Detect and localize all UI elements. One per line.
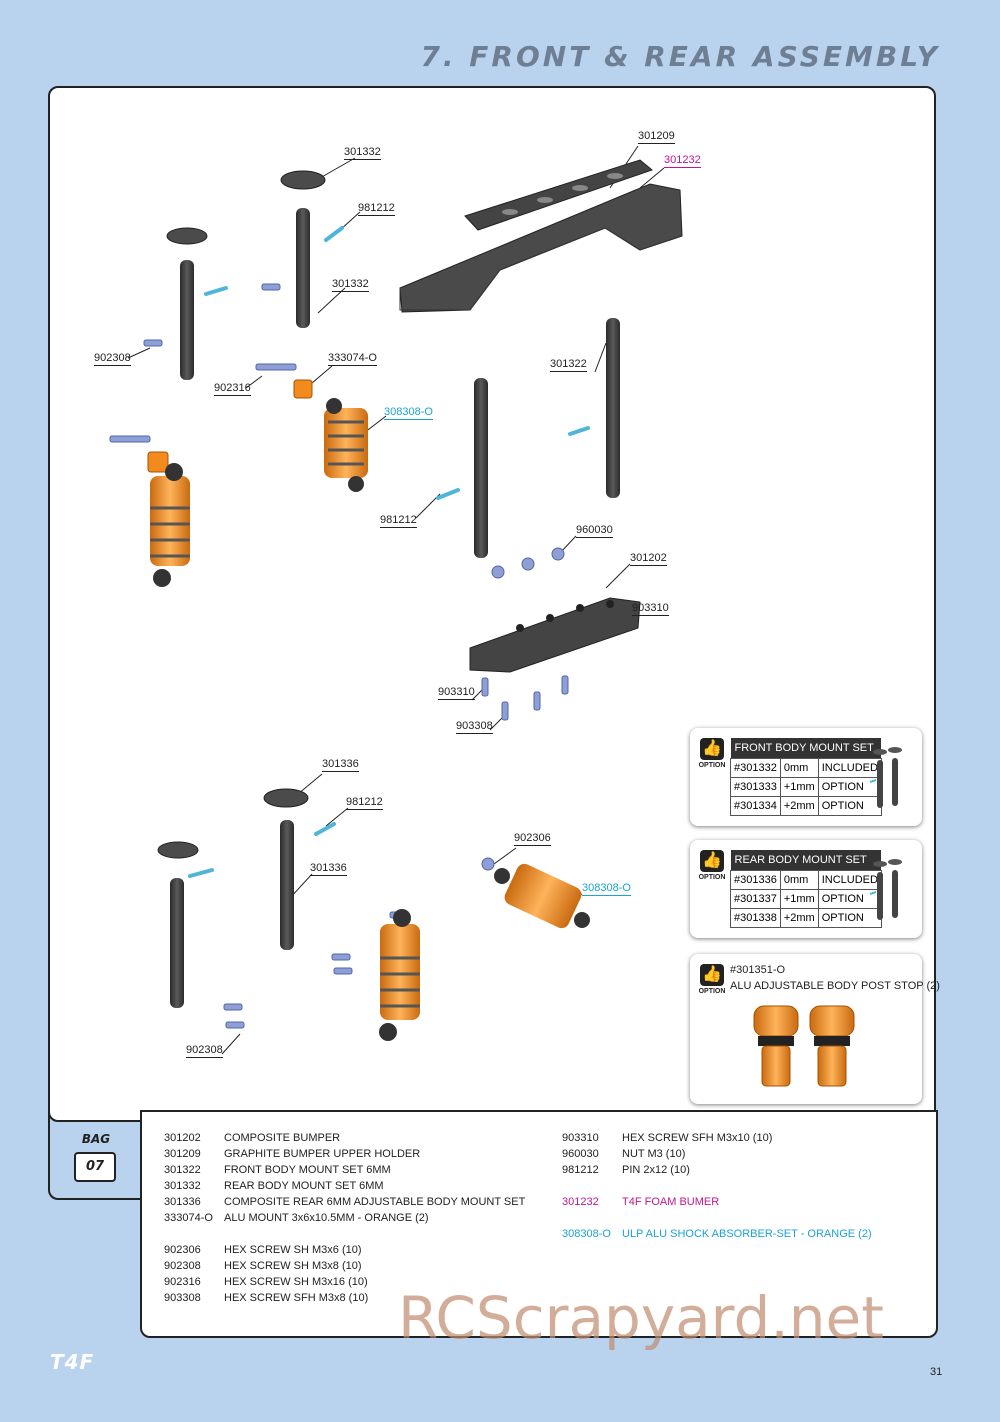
part-label: 301232 [664,154,701,168]
part-label: 308308-O [384,406,433,420]
option-icon: 👍 OPTION [698,850,726,881]
post-stop-thumbnail [753,1005,855,1087]
brand-logo: T4F [50,1350,95,1374]
part-label: 981212 [358,202,395,216]
part-label: 960030 [576,524,613,538]
option-body-post-stop: 👍 OPTION #301351-O ALU ADJUSTABLE BODY P… [690,954,940,1104]
bag-number: 07 [74,1152,116,1182]
part-label: 902306 [514,832,551,846]
part-label: 903308 [456,720,493,734]
thumbs-up-icon: 👍 [700,738,724,760]
page-number: 31 [930,1366,943,1378]
part-label: 301332 [332,278,369,292]
part-label: 308308-O [582,882,631,896]
bag-label: BAG [81,1132,111,1146]
assembly-panel: 301332 981212 301332 902308 902316 33307… [48,86,940,1122]
option-icon: 👍 OPTION [698,964,726,995]
part-label: 301332 [344,146,381,160]
part-label: 902316 [214,382,251,396]
part-label: 301209 [638,130,675,144]
part-label: 981212 [380,514,417,528]
thumbs-up-icon: 👍 [700,850,724,872]
part-label: 301336 [322,758,359,772]
watermark: RCScrapyard.net [398,1284,884,1352]
part-label: 902308 [186,1044,223,1058]
body-mount-thumbnail [870,747,902,808]
part-label: 333074-O [328,352,377,366]
exploded-diagram [109,145,683,1055]
part-label: 903310 [632,602,669,616]
part-label: 301202 [630,552,667,566]
bag-tab [48,1110,142,1200]
part-label: 301322 [550,358,587,372]
body-mount-thumbnail [870,859,902,920]
option-part-desc: ALU ADJUSTABLE BODY POST STOP (2) [730,980,940,992]
parts-list-panel [140,1110,938,1338]
option-icon: 👍 OPTION [698,738,726,769]
page-title: 7. FRONT & REAR ASSEMBLY [420,40,940,73]
part-label: 903310 [438,686,475,700]
part-label: 301336 [310,862,347,876]
part-label: 981212 [346,796,383,810]
part-label: 902308 [94,352,131,366]
thumbs-up-icon: 👍 [700,964,724,986]
option-part-number: #301351-O [730,964,786,976]
